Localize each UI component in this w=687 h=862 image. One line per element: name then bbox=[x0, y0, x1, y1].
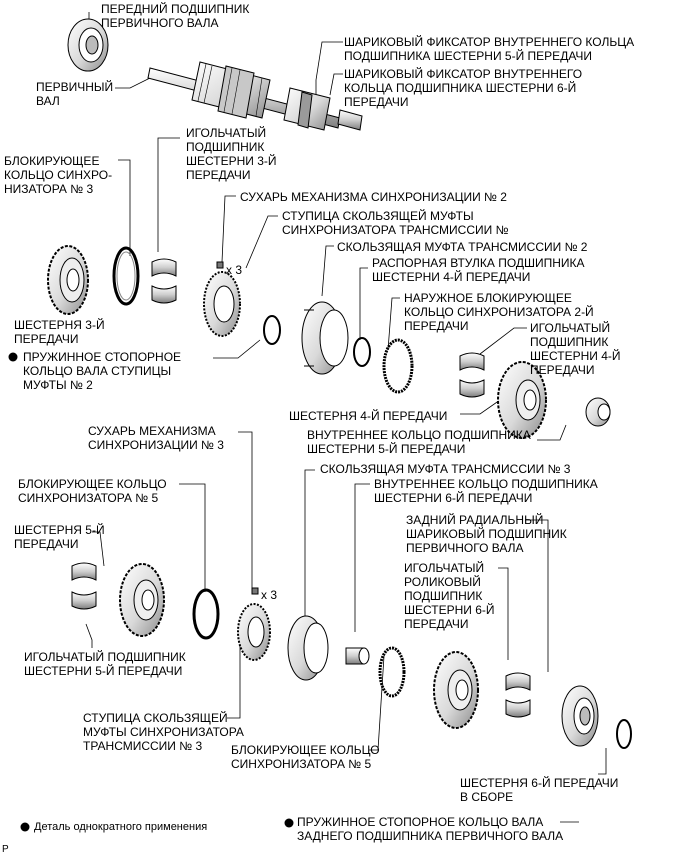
corner-mark: P bbox=[2, 844, 9, 855]
hub-2-drawing bbox=[203, 271, 241, 337]
rear-snap-ring-drawing bbox=[616, 719, 632, 749]
label-rear-snap-ring: ПРУЖИННОЕ СТОПОРНОЕ КОЛЬЦО ВАЛА ЗАДНЕГО … bbox=[297, 815, 564, 843]
sync-ring-3-drawing bbox=[112, 246, 140, 306]
hub-3-drawing bbox=[237, 603, 271, 661]
input-shaft-drawing bbox=[147, 61, 363, 131]
label-sync-ring-3: БЛОКИРУЮЩЕЕ КОЛЬЦО СИНХРО- НИЗАТОРА № 3 bbox=[4, 154, 113, 196]
sleeve-2-drawing bbox=[301, 301, 349, 375]
needle-roller-6th-drawing bbox=[505, 672, 531, 718]
inner-race-6th-drawing bbox=[345, 647, 370, 665]
snap-ring-hub2-drawing bbox=[263, 315, 281, 345]
label-spacer-4th: РАСПОРНАЯ ВТУЛКА ПОДШИПНИКА ШЕСТЕРНИ 4-Й… bbox=[372, 256, 585, 284]
gear-6th-drawing bbox=[433, 651, 479, 729]
sleeve-3-drawing bbox=[287, 615, 329, 681]
needle-3rd-drawing bbox=[151, 258, 177, 304]
needle-4th-drawing bbox=[459, 352, 485, 398]
label-gear-3rd: ШЕСТЕРНЯ 3-Й ПЕРЕДАЧИ bbox=[14, 318, 105, 346]
label-key-3: СУХАРЬ МЕХАНИЗМА СИНХРОНИЗАЦИИ № 3 bbox=[88, 424, 224, 452]
key-3-drawing bbox=[251, 587, 259, 595]
gear-4th-drawing bbox=[497, 361, 547, 439]
label-sync-ring-5-bottom: БЛОКИРУЮЩЕЕ КОЛЬЦО СИНХРОНИЗАТОРА № 5 bbox=[231, 743, 380, 771]
gear-5th-drawing bbox=[119, 563, 165, 637]
key-2-drawing bbox=[216, 261, 224, 269]
qty-marker-key-2: x 3 bbox=[226, 263, 243, 277]
inner-race-5th-drawing bbox=[585, 397, 611, 427]
spacer-4th-drawing bbox=[353, 337, 371, 367]
label-needle-4th: ИГОЛЬЧАТЫЙ ПОДШИПНИК ШЕСТЕРНИ 4-Й ПЕРЕДА… bbox=[530, 321, 621, 377]
label-sleeve-3: СКОЛЬЗЯЩАЯ МУФТА ТРАНСМИССИИ № 3 bbox=[320, 462, 571, 476]
rear-bearing-drawing bbox=[561, 685, 599, 747]
label-input-shaft: ПЕРВИЧНЫЙ ВАЛ bbox=[36, 80, 114, 108]
label-ball-6th: ШАРИКОВЫЙ ФИКСАТОР ВНУТРЕННЕГО КОЛЬЦА ПО… bbox=[344, 67, 583, 109]
label-hub-2: СТУПИЦА СКОЛЬЗЯЩЕЙ МУФТЫ СИНХРОНИЗАТОРА … bbox=[282, 209, 509, 237]
label-needle-3rd: ИГОЛЬЧАТЫЙ ПОДШИПНИК ШЕСТЕРНИ 3-Й ПЕРЕДА… bbox=[186, 126, 277, 182]
label-needle-5th: ИГОЛЬЧАТЫЙ ПОДШИПНИК ШЕСТЕРНИ 5-Й ПЕРЕДА… bbox=[24, 650, 186, 678]
label-gear-6th-assy: ШЕСТЕРНЯ 6-Й ПЕРЕДАЧИ В СБОРЕ bbox=[460, 776, 619, 804]
sync-ring-5b-drawing bbox=[378, 646, 406, 698]
label-rear-bearing: ЗАДНИЙ РАДИАЛЬНЫЙ ШАРИКОВЫЙ ПОДШИПНИК ПЕ… bbox=[406, 513, 567, 555]
sync-ring-5a-drawing bbox=[192, 588, 220, 640]
bullet-rear-snap-ring bbox=[284, 818, 294, 828]
label-inner-race-5th: ВНУТРЕННЕЕ КОЛЬЦО ПОДШИПНИКА ШЕСТЕРНИ 5-… bbox=[307, 428, 531, 456]
label-hub-3: СТУПИЦА СКОЛЬЗЯЩЕЙ МУФТЫ СИНХРОНИЗАТОРА … bbox=[83, 711, 244, 753]
label-gear-5th: ШЕСТЕРНЯ 5-Й ПЕРЕДАЧИ bbox=[14, 523, 105, 551]
qty-marker-key-3: x 3 bbox=[261, 588, 278, 602]
label-key-2: СУХАРЬ МЕХАНИЗМА СИНХРОНИЗАЦИИ № 2 bbox=[240, 190, 507, 204]
label-sync-ring-5-top: БЛОКИРУЮЩЕЕ КОЛЬЦО СИНХРОНИЗАТОРА № 5 bbox=[18, 477, 167, 505]
label-needle-roller-6th: ИГОЛЬЧАТЫЙ РОЛИКОВЫЙ ПОДШИПНИК ШЕСТЕРНИ … bbox=[404, 561, 495, 631]
label-snap-ring-hub2: ПРУЖИННОЕ СТОПОРНОЕ КОЛЬЦО ВАЛА СТУПИЦЫ … bbox=[23, 350, 182, 392]
gear-3rd-drawing bbox=[47, 245, 89, 315]
legend-bullet bbox=[20, 822, 30, 832]
legend-text: Деталь однократного применения bbox=[34, 821, 208, 833]
label-inner-race-6th: ВНУТРЕННЕЕ КОЛЬЦО ПОДШИПНИКА ШЕСТЕРНИ 6-… bbox=[374, 477, 598, 505]
label-gear-4th: ШЕСТЕРНЯ 4-Й ПЕРЕДАЧИ bbox=[289, 409, 448, 423]
label-front-bearing: ПЕРЕДНИЙ ПОДШИПНИК ПЕРВИЧНОГО ВАЛА bbox=[101, 2, 250, 30]
label-outer-sync-2nd: НАРУЖНОЕ БЛОКИРУЮЩЕЕ КОЛЬЦО СИНХРОНИЗАТО… bbox=[404, 291, 594, 333]
label-ball-5th: ШАРИКОВЫЙ ФИКСАТОР ВНУТРЕННЕГО КОЛЬЦА ПО… bbox=[344, 35, 635, 63]
outer-sync-2nd-drawing bbox=[382, 338, 414, 394]
front-bearing-drawing bbox=[67, 18, 109, 72]
needle-5th-drawing bbox=[71, 562, 97, 610]
label-sleeve-2: СКОЛЬЗЯЩАЯ МУФТА ТРАНСМИССИИ № 2 bbox=[337, 240, 588, 254]
bullet-snap-ring-hub2 bbox=[8, 352, 18, 362]
